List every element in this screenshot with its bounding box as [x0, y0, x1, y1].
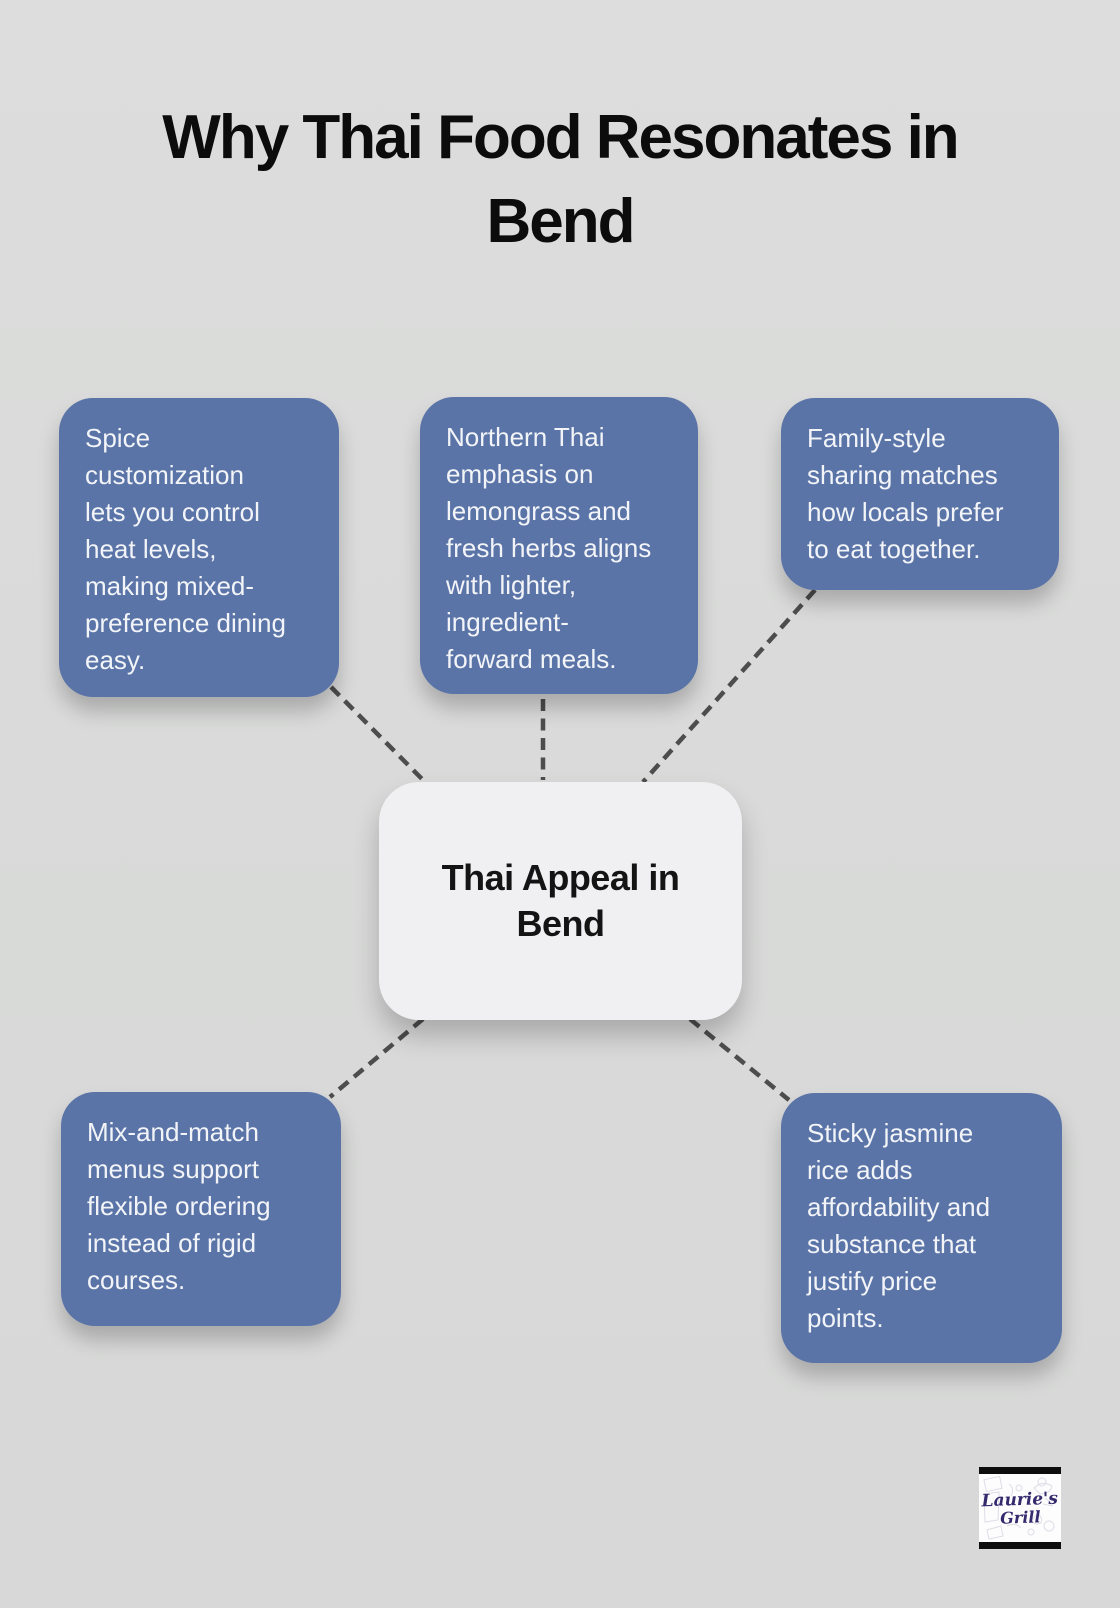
lauries-grill-logo: Laurie's Grill	[979, 1467, 1061, 1549]
logo-text-line1: Laurie's	[981, 1488, 1059, 1511]
node-sticky-jasmine-rice: Sticky jasmine rice adds affordability a…	[781, 1093, 1062, 1363]
connector-center-to-mix	[328, 1017, 425, 1099]
logo-text: Laurie's Grill	[979, 1474, 1061, 1542]
center-node-label: Thai Appeal in Bend	[441, 857, 680, 944]
logo-sketch-background	[983, 1475, 1055, 1540]
connector-center-to-rice	[688, 1017, 791, 1102]
connector-spice-to-center	[329, 685, 426, 783]
center-node: Thai Appeal in Bend	[379, 782, 742, 1020]
node-family-style: Family-style sharing matches how locals …	[781, 398, 1059, 590]
node-mix-and-match: Mix-and-match menus support flexible ord…	[61, 1092, 341, 1326]
node-spice-customization: Spice customization lets you control hea…	[59, 398, 339, 697]
node-northern-thai: Northern Thai emphasis on lemongrass and…	[420, 397, 698, 694]
logo-text-line2: Grill	[999, 1506, 1041, 1528]
page-title: Why Thai Food Resonates in Bend	[162, 103, 959, 256]
